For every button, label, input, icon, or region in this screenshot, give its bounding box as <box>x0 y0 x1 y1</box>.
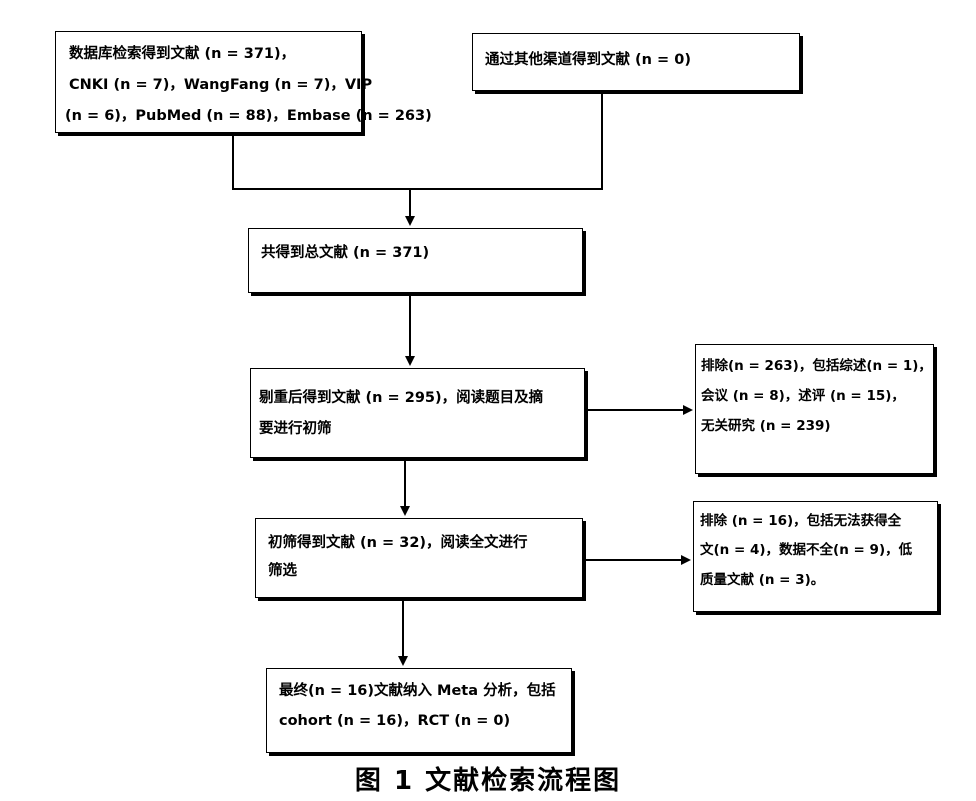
screen-line1: 初筛得到文献 (n = 32)，阅读全文进行 <box>268 535 528 551</box>
dedup-box: 剔重后得到文献 (n = 295)，阅读题目及摘 要进行初筛 <box>250 368 585 458</box>
figure-caption: 图 1 文献检索流程图 <box>354 766 622 796</box>
connector-db-merge <box>232 133 410 190</box>
final-line2: cohort (n = 16)，RCT (n = 0) <box>279 713 511 729</box>
connector-other-merge <box>410 91 603 190</box>
final-line1: 最终(n = 16)文献纳入 Meta 分析，包括 <box>279 683 556 699</box>
db-search-line3: (n = 6)，PubMed (n = 88)，Embase (n = 263) <box>65 108 432 124</box>
exclude2-line1: 排除 (n = 16)，包括无法获得全 <box>700 513 902 529</box>
exclude2-line3: 质量文献 (n = 3)。 <box>700 572 825 588</box>
screen-box: 初筛得到文献 (n = 32)，阅读全文进行 筛选 <box>255 518 583 598</box>
total-line1: 共得到总文献 (n = 371) <box>261 245 430 261</box>
final-box: 最终(n = 16)文献纳入 Meta 分析，包括 cohort (n = 16… <box>266 668 572 753</box>
other-sources-line1: 通过其他渠道得到文献 (n = 0) <box>485 52 691 68</box>
db-search-line1: 数据库检索得到文献 (n = 371)， <box>69 46 296 62</box>
exclude2-line2: 文(n = 4)，数据不全(n = 9)，低 <box>700 542 913 558</box>
other-sources-box: 通过其他渠道得到文献 (n = 0) <box>472 33 800 91</box>
exclude1-box: 排除(n = 263)，包括综述(n = 1)， 会议 (n = 8)，述评 (… <box>695 344 934 474</box>
exclude1-line2: 会议 (n = 8)，述评 (n = 15)， <box>701 388 905 404</box>
total-box: 共得到总文献 (n = 371) <box>248 228 583 293</box>
screen-line2: 筛选 <box>268 563 297 579</box>
exclude2-box: 排除 (n = 16)，包括无法获得全 文(n = 4)，数据不全(n = 9)… <box>693 501 938 612</box>
db-search-box: 数据库检索得到文献 (n = 371)， CNKI (n = 7)，WangFa… <box>55 31 432 133</box>
exclude1-line1: 排除(n = 263)，包括综述(n = 1)， <box>701 358 932 374</box>
dedup-line2: 要进行初筛 <box>259 421 332 437</box>
db-search-line2: CNKI (n = 7)，WangFang (n = 7)，VIP <box>69 77 373 93</box>
dedup-line1: 剔重后得到文献 (n = 295)，阅读题目及摘 <box>259 390 544 406</box>
exclude1-line3: 无关研究 (n = 239) <box>701 418 831 434</box>
